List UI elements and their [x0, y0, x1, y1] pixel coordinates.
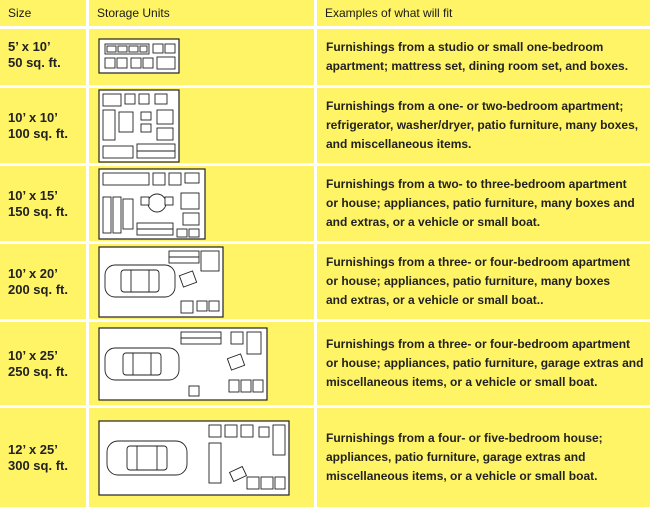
size-area: 150 sq. ft.: [8, 203, 68, 219]
size-cell-10x20: 10’ x 20’ 200 sq. ft.: [0, 244, 89, 322]
size-cell-5x10: 5’ x 10’ 50 sq. ft.: [0, 29, 89, 88]
header-units-label: Storage Units: [97, 6, 170, 20]
header-examples-label: Examples of what will fit: [325, 6, 453, 20]
examples-cell-10x10: Furnishings from a one- or two-bedroom a…: [317, 88, 650, 166]
size-dimensions: 10’ x 10’: [8, 109, 58, 125]
examples-line: Furnishings from a four- or five-bedroom…: [326, 431, 603, 445]
size-area: 300 sq. ft.: [8, 457, 68, 473]
size-cell-10x15: 10’ x 15’ 150 sq. ft.: [0, 166, 89, 244]
examples-text: Furnishings from a studio or small one-b…: [326, 38, 628, 76]
size-cell-10x25: 10’ x 25’ 250 sq. ft.: [0, 322, 89, 408]
floor-plan-10x20-icon: [98, 245, 224, 318]
examples-line: Furnishings from a studio or small one-b…: [326, 40, 604, 54]
unit-diagram-5x10: [89, 29, 317, 88]
examples-text: Furnishings from a three- or four-bedroo…: [326, 253, 630, 310]
floor-plan-10x10-icon: [98, 88, 180, 163]
size-dimensions: 5’ x 10’: [8, 39, 51, 54]
examples-cell-10x25: Furnishings from a three- or four-bedroo…: [317, 322, 650, 408]
examples-line: miscellaneous items, or a vehicle or sma…: [326, 375, 598, 389]
examples-line: and extras, or a vehicle or small boat..: [326, 293, 544, 307]
header-examples: Examples of what will fit: [317, 0, 650, 29]
floor-plan-5x10-icon: [98, 38, 180, 74]
examples-line: or house; appliances, patio furniture, m…: [326, 196, 635, 210]
size-dimensions: 10’ x 20’: [8, 265, 58, 281]
header-units: Storage Units: [89, 0, 317, 29]
unit-diagram-10x25: [89, 322, 317, 408]
examples-line: and miscellaneous items.: [326, 137, 472, 151]
examples-line: Furnishings from a one- or two-bedroom a…: [326, 99, 624, 113]
size-dimensions: 10’ x 15’: [8, 187, 58, 203]
size-cell-12x25: 12’ x 25’ 300 sq. ft.: [0, 408, 89, 507]
examples-cell-12x25: Furnishings from a four- or five-bedroom…: [317, 408, 650, 507]
examples-cell-10x15: Furnishings from a two- to three-bedroom…: [317, 166, 650, 244]
examples-line: apartment; mattress set, dining room set…: [326, 59, 629, 73]
examples-line: or house; appliances, patio furniture, m…: [326, 274, 611, 288]
examples-line: Furnishings from a three- or four-bedroo…: [326, 255, 631, 269]
size-area: 100 sq. ft.: [8, 125, 68, 141]
size-area: 200 sq. ft.: [8, 281, 68, 297]
examples-line: Furnishings from a three- or four-bedroo…: [326, 337, 631, 351]
header-size: Size: [0, 0, 89, 29]
examples-line: and extras, or a vehicle or small boat.: [326, 215, 541, 229]
examples-line: miscellaneous items, or a vehicle or sma…: [326, 469, 598, 483]
floor-plan-12x25-icon: [98, 419, 290, 496]
examples-text: Furnishings from a four- or five-bedroom…: [326, 429, 603, 486]
size-dimensions: 10’ x 25’: [8, 347, 58, 363]
unit-diagram-12x25: [89, 408, 317, 507]
header-size-label: Size: [8, 6, 32, 20]
examples-cell-5x10: Furnishings from a studio or small one-b…: [317, 29, 650, 88]
unit-diagram-10x15: [89, 166, 317, 244]
examples-text: Furnishings from a three- or four-bedroo…: [326, 335, 643, 392]
size-cell-10x10: 10’ x 10’ 100 sq. ft.: [0, 88, 89, 166]
examples-text: Furnishings from a one- or two-bedroom a…: [326, 97, 638, 154]
examples-cell-10x20: Furnishings from a three- or four-bedroo…: [317, 244, 650, 322]
examples-line: Furnishings from a two- to three-bedroom…: [326, 177, 627, 191]
floor-plan-10x15-icon: [98, 167, 206, 240]
examples-line: refrigerator, washer/dryer, patio furnit…: [326, 118, 639, 132]
unit-diagram-10x20: [89, 244, 317, 322]
examples-line: or house; appliances, patio furniture, g…: [326, 356, 644, 370]
examples-line: appliances, patio furniture, garage extr…: [326, 450, 586, 464]
size-area: 250 sq. ft.: [8, 363, 68, 379]
examples-text: Furnishings from a two- to three-bedroom…: [326, 175, 635, 232]
size-area: 50 sq. ft.: [8, 55, 61, 70]
floor-plan-10x25-icon: [98, 326, 268, 401]
unit-diagram-10x10: [89, 88, 317, 166]
size-dimensions: 12’ x 25’: [8, 441, 58, 457]
